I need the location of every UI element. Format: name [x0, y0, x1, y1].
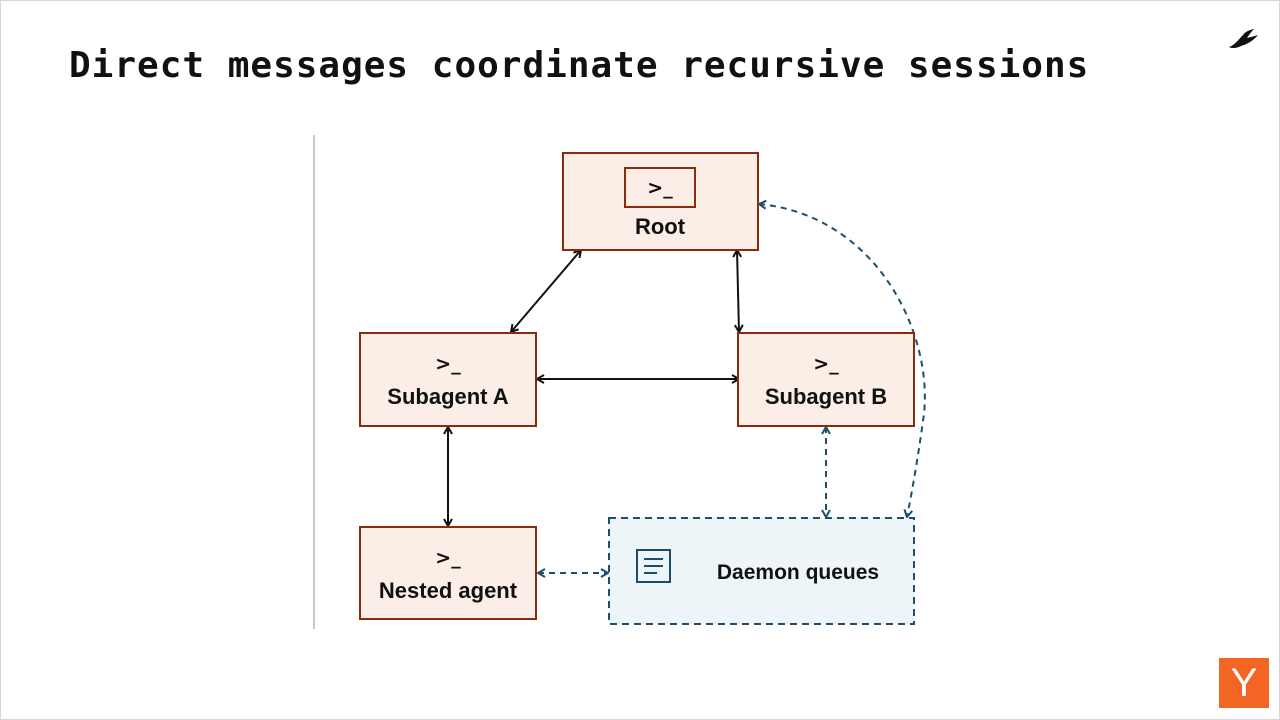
node-nested-agent: >_ Nested agent	[359, 526, 537, 620]
nested-agent-prompt: >_	[435, 547, 461, 569]
arrow-root-subagent-b	[737, 250, 739, 332]
bird-icon	[1229, 29, 1258, 49]
arrow-root-subagent-a	[511, 250, 581, 332]
subagent-b-label: Subagent B	[765, 384, 887, 409]
subagent-a-label: Subagent A	[387, 384, 509, 409]
dashed-arrow-root-daemon	[759, 204, 926, 517]
node-subagent-a: >_ Subagent A	[359, 332, 537, 427]
root-prompt: >_	[647, 177, 673, 199]
terminal-icon	[624, 167, 696, 208]
node-daemon-queues: Daemon queues	[608, 517, 915, 625]
yc-logo: Y	[1219, 658, 1269, 708]
subagent-a-prompt: >_	[435, 353, 461, 375]
divider-line	[313, 135, 315, 629]
node-root: >_ Root	[562, 152, 759, 251]
daemon-queues-label: Daemon queues	[717, 561, 879, 584]
node-subagent-b: >_ Subagent B	[737, 332, 915, 427]
nested-agent-label: Nested agent	[379, 578, 518, 603]
subagent-b-prompt: >_	[813, 353, 839, 375]
root-label: Root	[635, 214, 686, 239]
document-icon	[636, 549, 671, 583]
slide-title: Direct messages coordinate recursive ses…	[69, 45, 1090, 86]
